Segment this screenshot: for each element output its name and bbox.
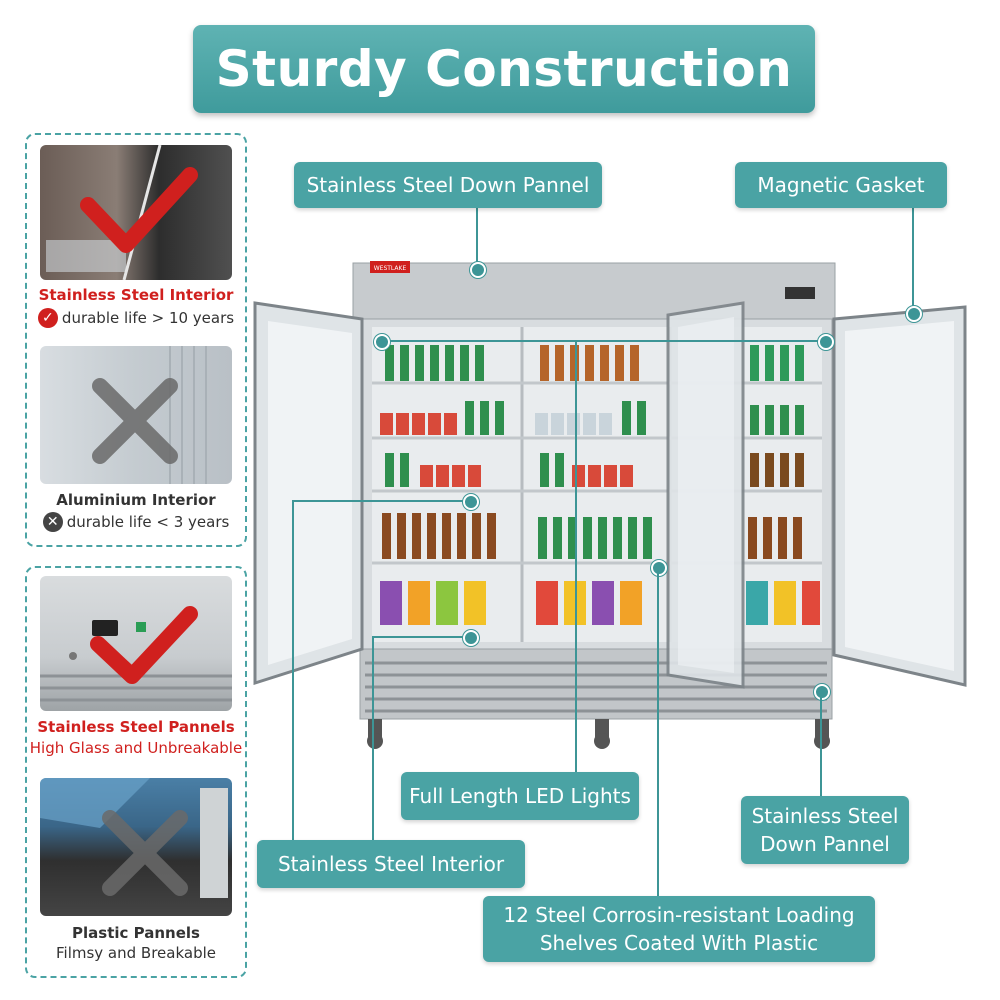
leader-line [912,208,914,312]
leader-dot [651,560,667,576]
pannel-comparison-panel [25,566,247,978]
leader-dot [463,494,479,510]
leader-line [380,340,826,342]
leader-line [657,566,659,896]
comparison-sub: durable life > 10 years [61,309,235,327]
leader-line [292,500,464,502]
leader-line [575,340,577,772]
leader-dot [818,334,834,350]
leader-line [372,636,374,840]
comparison-sub: High Glass and Unbreakable [29,739,243,757]
refrigerator-illustration: WESTLAKE [253,261,967,749]
bottom-down-pannel-callout: Stainless Steel Down Pannel [741,796,909,864]
leader-dot [463,630,479,646]
leader-line [372,636,464,638]
leader-line [476,208,478,268]
comparison-title: Stainless Steel Pannels [37,718,235,736]
shelves-callout: 12 Steel Corrosin-resistant Loading Shel… [483,896,875,962]
title-banner: Sturdy Construction [193,25,815,113]
comparison-title: Aluminium Interior [56,491,216,509]
check-circle-icon: ✓ [37,308,58,328]
leader-line [820,690,822,796]
comparison-sub: durable life < 3 years [66,513,230,531]
x-circle-icon: ✕ [42,512,63,532]
leader-dot [906,306,922,322]
comparison-title: Stainless Steel Interior [38,286,234,304]
stainless-pannels-photo [40,576,232,711]
down-pannel-callout: Stainless Steel Down Pannel [294,162,602,208]
led-lights-callout: Full Length LED Lights [401,772,639,820]
aluminium-interior-photo [40,346,232,484]
leader-dot [470,262,486,278]
leader-dot [374,334,390,350]
brand-label: WESTLAKE [374,265,407,272]
interior-comparison-panel [25,133,247,547]
check-mark-icon [80,167,198,253]
comparison-title: Plastic Pannels [72,924,200,942]
cross-mark-icon [92,378,178,464]
cross-mark-icon [102,810,188,896]
plastic-pannels-photo [40,778,232,916]
interior-callout: Stainless Steel Interior [257,840,525,888]
comparison-sub: Filmsy and Breakable [55,944,216,962]
leader-line [292,500,294,840]
stainless-interior-photo [40,145,232,280]
page-title: Sturdy Construction [215,40,793,98]
check-mark-icon [90,606,198,684]
leader-dot [814,684,830,700]
magnetic-gasket-callout: Magnetic Gasket [735,162,947,208]
